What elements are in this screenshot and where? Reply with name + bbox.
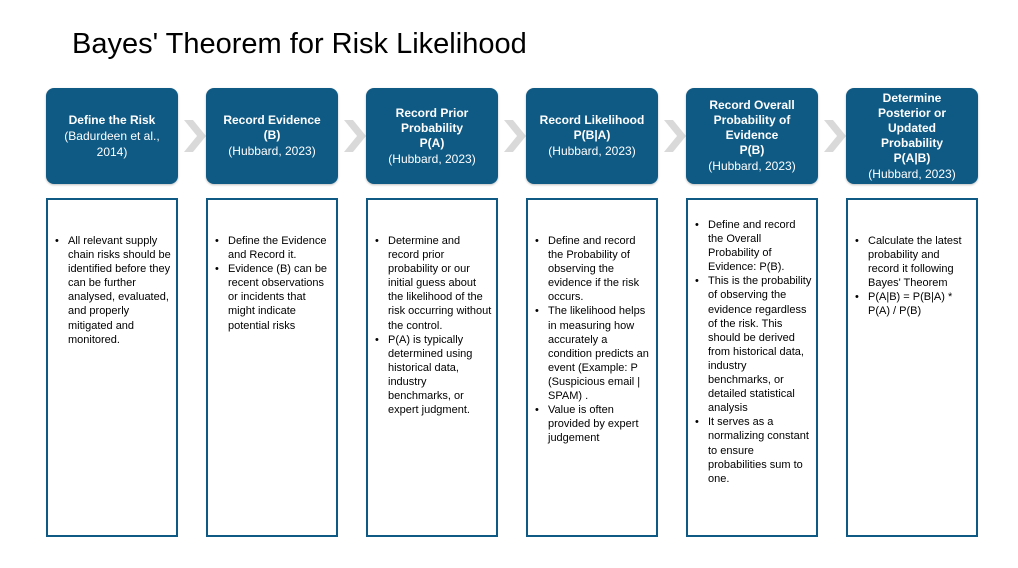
bullet-list: Define the Evidence and Record it.Eviden…: [208, 234, 336, 333]
bullet-item: Define and record the Overall Probabilit…: [695, 218, 812, 274]
step-heading-line: P(B|A): [573, 128, 611, 142]
bullet-item: Define and record the Probability of obs…: [535, 234, 652, 304]
chevron-right-icon: [184, 120, 206, 152]
step-citation-line: (Hubbard, 2023): [548, 144, 636, 158]
chevron-right-icon: [664, 120, 686, 152]
step-heading-line: Posterior or: [877, 105, 946, 120]
step-heading-line: Evidence: [725, 128, 779, 142]
bullet-item: P(A|B) = P(B|A) * P(A) / P(B): [855, 290, 972, 318]
step-header: Record Evidence(B) (Hubbard, 2023): [206, 88, 338, 184]
step-details-box: Calculate the latest probability and rec…: [846, 198, 978, 537]
step-citation-line: (Hubbard, 2023): [228, 144, 316, 158]
step-heading-line: (B): [263, 128, 281, 142]
step-heading-line: P(B): [739, 143, 765, 157]
bullet-item: Define the Evidence and Record it.: [215, 234, 332, 262]
bullet-item: P(A) is typically determined using histo…: [375, 333, 492, 418]
step-heading-line: Record Evidence: [223, 113, 321, 127]
step-citation-line: (Hubbard, 2023): [708, 159, 796, 173]
chevron-right-icon: [344, 120, 366, 152]
step-citation-line: (Hubbard, 2023): [868, 166, 956, 181]
chevron-right-icon: [504, 120, 526, 152]
page-title: Bayes' Theorem for Risk Likelihood: [72, 28, 527, 60]
bullet-item: It serves as a normalizing constant to e…: [695, 415, 812, 485]
bullet-list: All relevant supply chain risks should b…: [48, 234, 176, 347]
bullet-list: Determine and record prior probability o…: [368, 234, 496, 417]
step-details-box: Define and record the Probability of obs…: [526, 198, 658, 537]
bullet-item: Determine and record prior probability o…: [375, 234, 492, 333]
step-heading-line: P(A): [419, 135, 445, 150]
step-heading-line: Record Overall: [709, 98, 795, 112]
step-details-box: Define the Evidence and Record it.Eviden…: [206, 198, 338, 537]
bullet-item: The likelihood helps in measuring how ac…: [535, 304, 652, 403]
step-heading-line: Record Likelihood: [539, 113, 645, 127]
step-header: Define the Risk(Badurdeen et al.,2014): [46, 88, 178, 184]
step-details-box: Define and record the Overall Probabilit…: [686, 198, 818, 537]
step-heading-line: Probability of: [713, 113, 791, 127]
step-citation-line: (Hubbard, 2023): [388, 151, 476, 166]
step-citation-line: (Badurdeen et al.,: [64, 128, 160, 143]
step-heading-line: P(A|B): [893, 150, 931, 165]
bullet-item: Calculate the latest probability and rec…: [855, 234, 972, 290]
step-heading-line: Updated: [888, 120, 936, 135]
bullet-list: Define and record the Probability of obs…: [528, 234, 656, 445]
bullet-item: Evidence (B) can be recent observations …: [215, 262, 332, 332]
step-details-box: Determine and record prior probability o…: [366, 198, 498, 537]
step-heading-line: Determine: [882, 90, 942, 105]
bullet-item: All relevant supply chain risks should b…: [55, 234, 172, 347]
bullet-list: Define and record the Overall Probabilit…: [688, 218, 816, 486]
bullet-item: This is the probability of observing the…: [695, 274, 812, 415]
step-heading-line: Probability: [400, 120, 463, 135]
step-details-box: All relevant supply chain risks should b…: [46, 198, 178, 537]
step-heading-line: Record Prior: [395, 105, 469, 120]
bullet-list: Calculate the latest probability and rec…: [848, 234, 976, 319]
step-heading-line: Probability: [880, 135, 943, 150]
chevron-right-icon: [824, 120, 846, 152]
step-citation-line: 2014): [96, 144, 128, 159]
step-heading-line: Define the Risk: [68, 112, 156, 127]
bullet-item: Value is often provided by expert judgem…: [535, 403, 652, 445]
